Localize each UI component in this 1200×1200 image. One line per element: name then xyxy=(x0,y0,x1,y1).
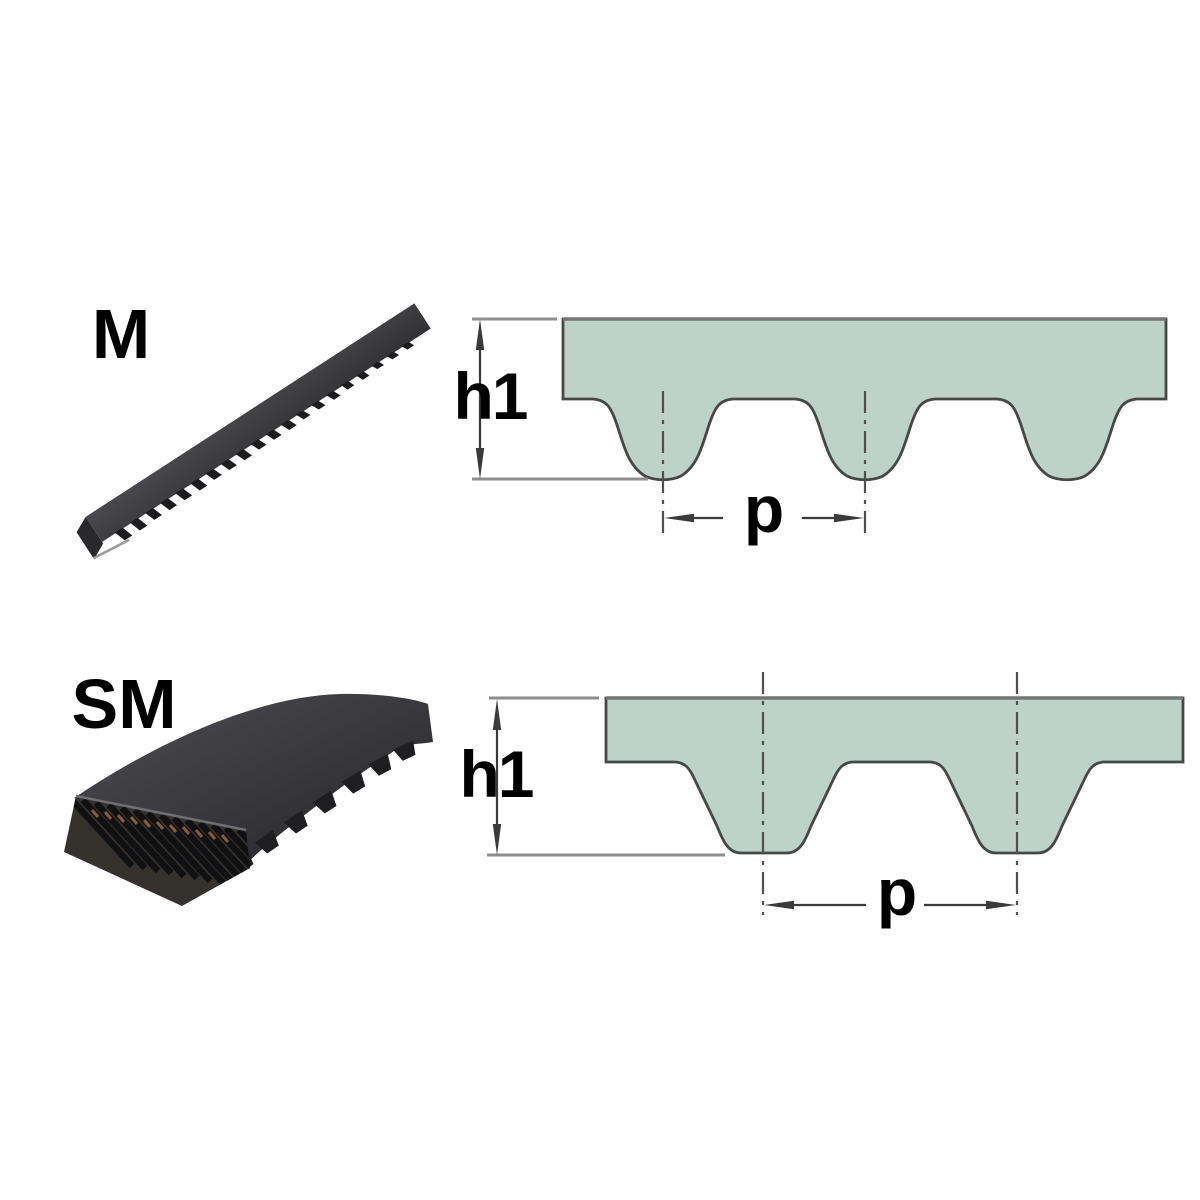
photo-belt-m-surface xyxy=(85,303,431,542)
height-label-sm: h1 xyxy=(459,737,532,811)
belt-type-label-sm: SM xyxy=(72,665,177,743)
sm-tooth xyxy=(341,770,366,794)
sm-tooth xyxy=(312,790,337,814)
photo-belt-m-endface xyxy=(76,516,104,560)
arrow-left-m xyxy=(664,513,694,523)
pitch-label-sm: p xyxy=(877,855,915,929)
arrow-down-sm xyxy=(492,824,502,855)
arrow-right-m xyxy=(834,513,864,523)
photo-belt-sm xyxy=(64,693,433,906)
section-m: M h1 p xyxy=(76,295,1168,560)
belt-type-label-m: M xyxy=(92,295,150,373)
photo-belt-m xyxy=(76,303,431,560)
sm-tooth xyxy=(283,810,308,834)
sm-tooth xyxy=(254,830,279,854)
arrow-left-sm xyxy=(764,900,794,910)
photo-belt-sm-tooth-ridges xyxy=(67,796,250,901)
arrow-up-m xyxy=(475,319,485,350)
sm-tooth xyxy=(393,740,416,761)
photo-belt-sm-edge-highlight xyxy=(75,794,247,832)
sm-tooth xyxy=(368,754,392,776)
photo-belt-m-teeth xyxy=(114,341,415,541)
height-label-m: h1 xyxy=(453,359,526,433)
arrow-right-sm xyxy=(986,900,1016,910)
arrow-down-m xyxy=(475,448,485,479)
section-sm: SM xyxy=(64,665,1185,929)
profile-drawing-m: h1 p xyxy=(453,317,1168,546)
pitch-label-m: p xyxy=(744,472,782,546)
belt-profile-sm xyxy=(604,696,1185,855)
photo-belt-sm-cord-glints xyxy=(90,809,230,843)
arrow-up-sm xyxy=(492,699,502,730)
profile-drawing-sm: h1 p xyxy=(459,672,1185,929)
photo-belt-m-edge-highlight xyxy=(92,538,130,560)
